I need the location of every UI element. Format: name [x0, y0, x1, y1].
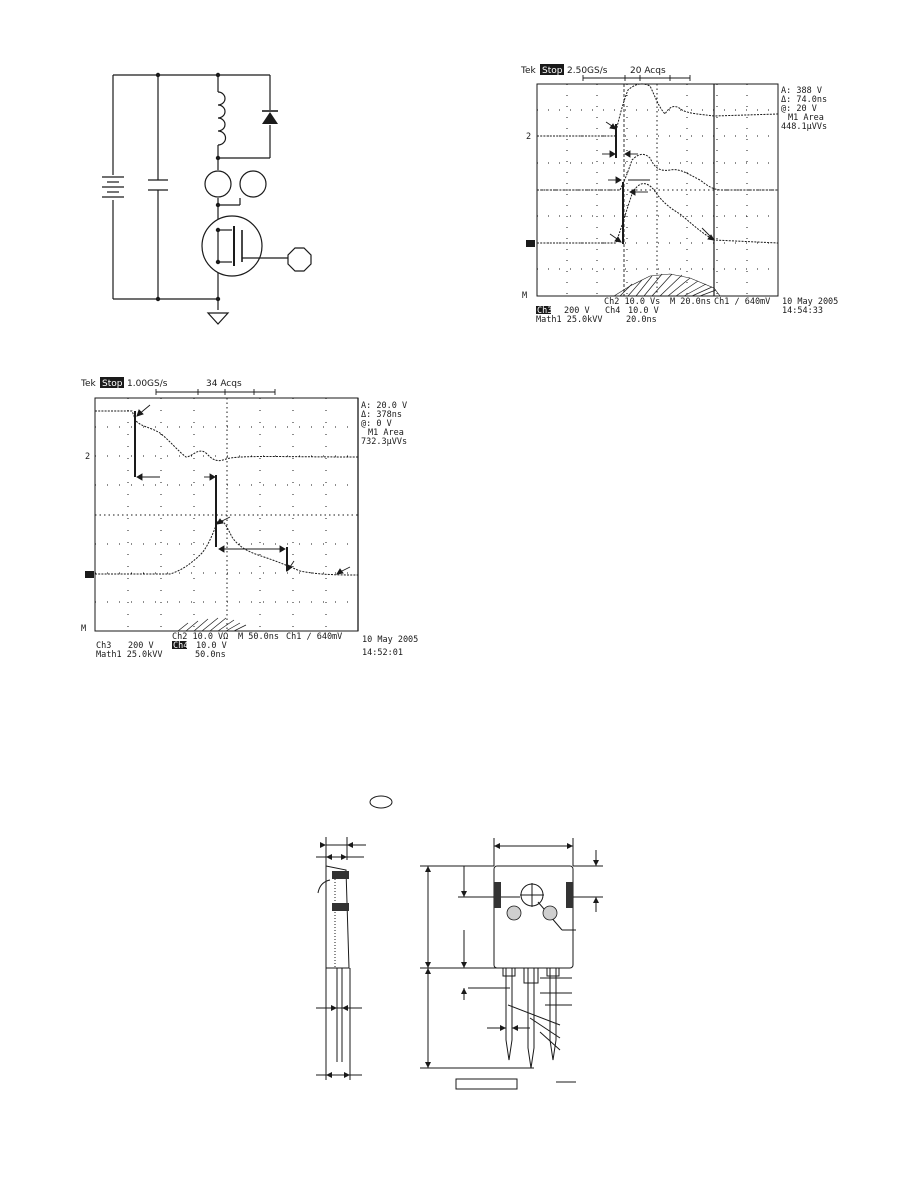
scope1-readout-m1: M1 Area: [788, 113, 824, 123]
scope1-ch-marker-m: M: [522, 291, 527, 301]
scope1-sample-rate: 2.50GS/s: [567, 66, 608, 76]
scope1-trigger: Ch1 ∕ 640mV: [714, 297, 770, 307]
scope2-readout-area: 732.3µVVs: [361, 437, 407, 447]
scope1-ch3-scale: 200 V: [564, 306, 590, 316]
scope2-ch4-label: Ch4: [173, 641, 188, 651]
scope1-brand: Tek: [520, 66, 537, 76]
gate-driver-octagon: [287, 247, 312, 272]
scope2-readout-at: @: 0 V: [361, 419, 392, 429]
oscilloscope-screenshot-turn-on: Tek Stop 1.00GS/s 34 Acqs: [80, 375, 425, 665]
scope2-date: 10 May 2005: [362, 635, 418, 645]
scope1-readout-at: @: 20 V: [781, 104, 817, 114]
scope2-readout-a: A: 20.0 V: [361, 401, 407, 411]
scope1-ch2-scale: Ch2 10.0 Vs: [604, 297, 660, 307]
scope1-date: 10 May 2005: [782, 297, 838, 307]
scope1-status: Stop: [542, 66, 563, 76]
scope1-readout-area: 448.1µVVs: [781, 122, 827, 132]
scope1-ch-marker-2: 2: [526, 132, 531, 142]
small-ellipse-symbol: [369, 795, 393, 809]
scope2-sample-rate: 1.00GS/s: [127, 379, 168, 389]
scope2-status: Stop: [102, 379, 123, 389]
scope1-readout-a: A: 388 V: [781, 86, 822, 96]
scope2-ch3-label: Ch3: [96, 641, 111, 651]
inductor-icon: [217, 91, 227, 146]
meter-circle-right: [239, 170, 267, 198]
scope1-ch4-label: Ch4: [605, 306, 620, 316]
ground-icon: [206, 312, 230, 325]
package-label-box: [455, 1078, 518, 1090]
scope1-timebase: M 20.0ns: [670, 297, 711, 307]
capacitor-icon: [148, 179, 168, 191]
scope1-readout-delta: Δ: 74.0ns: [781, 95, 827, 105]
scope1-ch4-scale: 10.0 V: [628, 306, 659, 316]
igbt-transistor-icon: [201, 215, 288, 277]
oscilloscope-screenshot-turn-off: Tek Stop 2.50GS/s 20 Acqs: [520, 62, 850, 342]
scope2-acqs: 34 Acqs: [206, 379, 242, 389]
battery-icon: [102, 176, 124, 198]
diode-icon: [262, 110, 278, 124]
scope2-math1: Math1 25.0kVV: [96, 650, 163, 660]
scope2-ch-marker-2: 2: [85, 452, 90, 462]
scope2-readout-m1: M1 Area: [368, 428, 404, 438]
scope2-ch3-scale: 200 V: [128, 641, 154, 651]
scope1-ch3-label: Ch3: [537, 306, 552, 316]
scope1-math-time: 20.0ns: [626, 315, 657, 325]
scope2-readout-delta: Δ: 378ns: [361, 410, 402, 420]
scope2-ch-marker-m: M: [81, 624, 86, 634]
scope1-math1: Math1 25.0kVV: [536, 315, 603, 325]
scope2-trigger: Ch1 ∕ 640mV: [286, 632, 342, 642]
package-side-view: [316, 837, 366, 1080]
scope2-math-time: 50.0ns: [195, 650, 226, 660]
scope2-timebase: M 50.0ns: [238, 632, 279, 642]
scope2-ch2-scale: Ch2 10.0 VΩ: [172, 632, 228, 642]
meter-circle-left: [204, 170, 232, 198]
scope1-time: 14:54:33: [782, 306, 823, 316]
scope2-time: 14:52:01: [362, 648, 403, 658]
scope2-brand: Tek: [80, 379, 97, 389]
scope1-acqs: 20 Acqs: [630, 66, 666, 76]
package-front-view: [420, 838, 603, 1083]
scope2-ch4-scale: 10.0 V: [196, 641, 227, 651]
